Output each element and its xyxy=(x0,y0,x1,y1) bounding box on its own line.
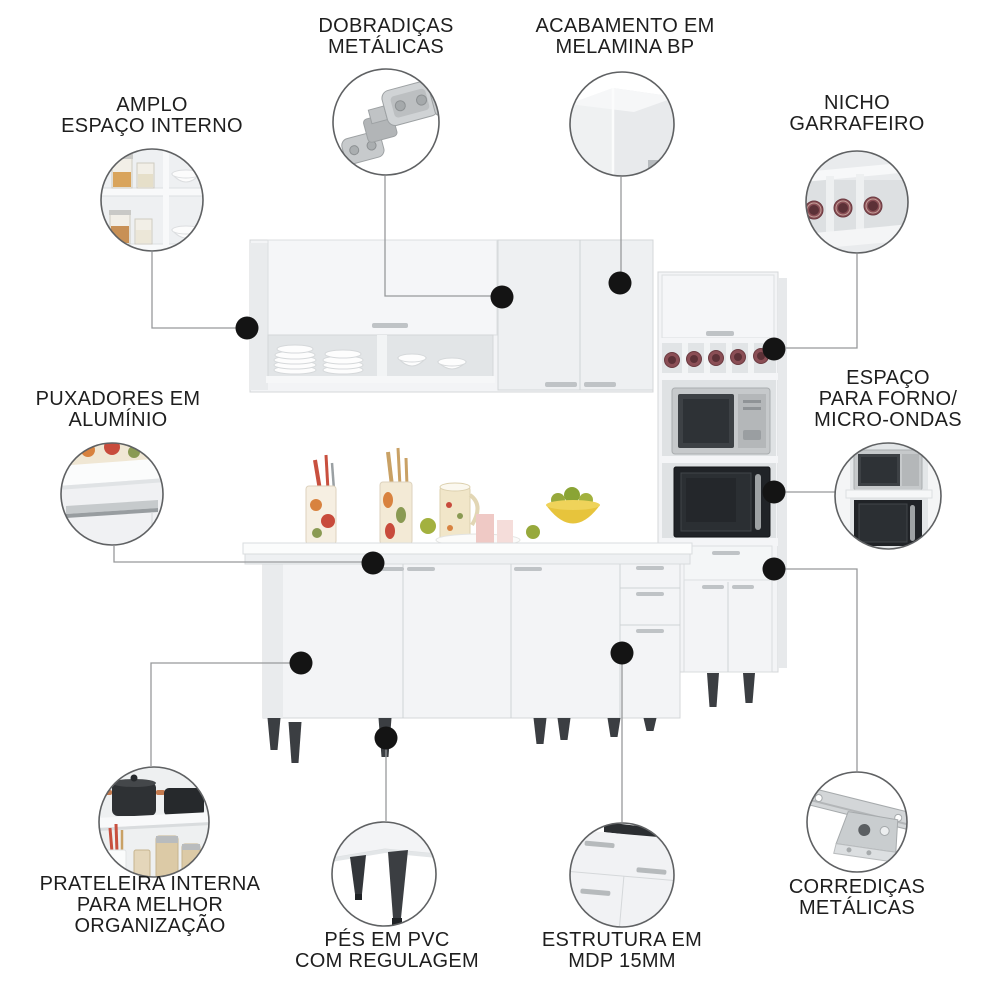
countertop-props xyxy=(305,447,600,547)
handle xyxy=(584,382,616,387)
callout-circles xyxy=(60,68,942,928)
handle xyxy=(636,566,664,570)
handle xyxy=(545,382,577,387)
pots-shelf-icon xyxy=(99,767,209,877)
callout-circle-puxadores xyxy=(60,442,164,546)
dishes xyxy=(273,344,468,375)
shelf-jars-icon xyxy=(101,149,203,251)
wine-bottles xyxy=(664,348,769,368)
dot-puxadores-aluminio xyxy=(361,551,385,575)
dot-pes-pvc xyxy=(374,726,398,750)
callout-label-amplo-espaco-interno: AMPLO ESPAÇO INTERNO xyxy=(61,94,243,137)
cup xyxy=(476,514,494,543)
tall-cabinet-base xyxy=(683,545,773,707)
dot-acabamento-melamina xyxy=(608,271,632,295)
callout-label-estrutura-mdp: ESTRUTURA EM MDP 15MM xyxy=(541,929,703,972)
tall-cabinet xyxy=(657,271,787,707)
utensil-cup-1 xyxy=(305,454,337,545)
dot-dobradicas-metalicas xyxy=(490,285,514,309)
callout-circle-amplo xyxy=(100,148,204,252)
leader-lines xyxy=(113,176,858,822)
dot-espaco-forno xyxy=(762,480,786,504)
callout-label-acabamento-melamina: ACABAMENTO EM MELAMINA BP xyxy=(535,15,715,58)
callout-circle-acabamento xyxy=(569,71,675,177)
dot-amplo-espaco-interno xyxy=(235,316,259,340)
callout-circle-corredicas xyxy=(806,771,908,873)
utensil-cup-2 xyxy=(379,447,413,545)
handle xyxy=(706,331,734,336)
hinge-icon xyxy=(341,80,439,165)
melamine-corner-icon xyxy=(570,88,674,176)
bottle-rack xyxy=(660,338,778,380)
countertop xyxy=(242,542,693,565)
drawer-stack xyxy=(620,566,680,633)
dot-prateleira-interna xyxy=(289,651,313,675)
handle xyxy=(702,585,724,589)
callout-circle-prateleira xyxy=(98,766,210,878)
callout-label-pes-pvc: PÉS EM PVC COM REGULAGEM xyxy=(295,929,479,972)
callout-label-dobradicas-metalicas: DOBRADIÇAS METÁLICAS xyxy=(318,15,454,58)
callout-label-puxadores-aluminio: PUXADORES EM ALUMÍNIO xyxy=(35,388,201,431)
handle xyxy=(514,567,542,571)
dot-corredicas-metalicas xyxy=(762,557,786,581)
callout-circle-dobradicas xyxy=(332,68,440,176)
handle xyxy=(732,585,754,589)
base-cabinet xyxy=(262,563,681,763)
callout-label-prateleira-interna: PRATELEIRA INTERNA PARA MELHOR ORGANIZAÇ… xyxy=(39,873,261,937)
pear xyxy=(526,525,540,539)
oven xyxy=(673,466,771,538)
pitcher xyxy=(439,482,480,545)
callout-label-espaco-forno-micro-ondas: ESPAÇO PARA FORNO/ MICRO-ONDAS xyxy=(814,367,962,431)
legs xyxy=(267,718,657,763)
callout-label-nicho-garrafeiro: NICHO GARRAFEIRO xyxy=(789,92,925,135)
wall-cabinet xyxy=(249,239,654,393)
mdp-structure-icon xyxy=(570,823,674,927)
fruit-bowl xyxy=(546,487,600,524)
callout-circle-nicho xyxy=(805,150,909,254)
microwave xyxy=(671,387,771,455)
callout-circle-estrutura xyxy=(569,822,675,928)
aluminum-handle-icon xyxy=(61,443,163,545)
pear xyxy=(420,518,436,534)
handle xyxy=(636,629,664,633)
handle xyxy=(636,592,664,596)
callout-label-corredicas-metalicas: CORREDIÇAS METÁLICAS xyxy=(788,876,926,919)
cup xyxy=(497,520,513,543)
callout-dots xyxy=(235,271,786,750)
callout-circle-forno xyxy=(834,442,942,550)
dot-estrutura-mdp xyxy=(610,641,634,665)
handle xyxy=(407,567,435,571)
legs xyxy=(707,673,755,707)
handle xyxy=(712,551,740,555)
dot-nicho-garrafeiro xyxy=(762,337,786,361)
oven-microwave-icon xyxy=(835,443,941,549)
bottle-rack-icon xyxy=(806,151,908,253)
callout-circle-pes xyxy=(331,821,437,927)
handle xyxy=(372,323,408,328)
